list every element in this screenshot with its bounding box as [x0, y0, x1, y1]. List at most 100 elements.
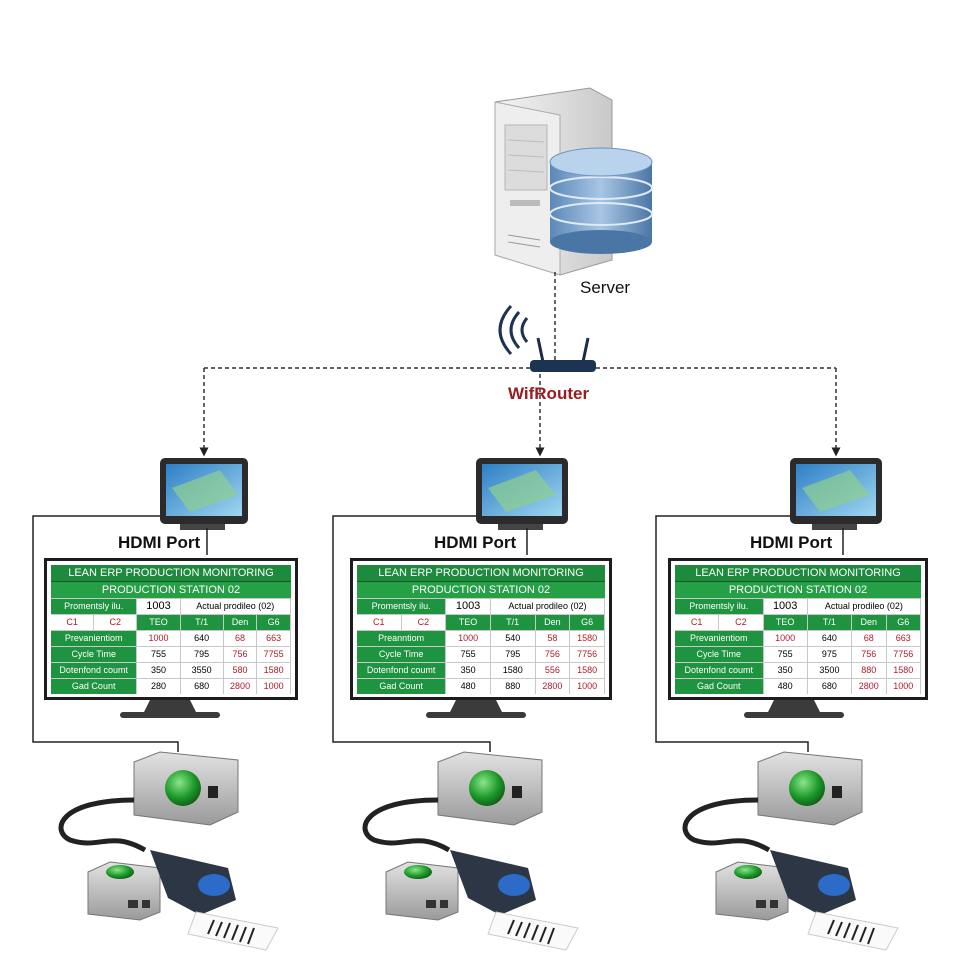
button-station [87, 861, 161, 921]
table-cell: 880 [491, 679, 536, 694]
monitor-screen-content: LEAN ERP PRODUCTION MONITORING SYSTEMPRO… [51, 565, 291, 694]
table-cell: 756 [852, 647, 887, 662]
table-cell: 280 [137, 679, 181, 694]
station-monitor: LEAN ERP PRODUCTION MONITORING SYSTEMPRO… [350, 558, 612, 700]
table-cell: 68 [224, 631, 258, 646]
monitor-screen-content: LEAN ERP PRODUCTION MONITORING SYSTEMPRO… [675, 565, 921, 694]
table-cell: 1580 [570, 663, 605, 678]
table-cell: 2800 [224, 679, 258, 694]
info-label: Promentsly ilu. [51, 599, 138, 614]
column-header: C1 [357, 615, 402, 630]
column-header: Den [852, 615, 887, 630]
info-value: 1003 [137, 599, 181, 614]
system-title: LEAN ERP PRODUCTION MONITORING SYSTEM [357, 565, 605, 595]
info-actual-label: Actual prodileo (02) [808, 599, 921, 614]
table-cell: 350 [764, 663, 808, 678]
row-label: Cycle Time [357, 647, 447, 662]
column-header: G6 [886, 615, 921, 630]
button-station [385, 861, 459, 921]
monitor-stands [120, 700, 844, 718]
button-station [715, 861, 789, 921]
table-cell: 556 [536, 663, 571, 678]
database-icon [549, 147, 653, 254]
column-header: G6 [570, 615, 605, 630]
station-title: PRODUCTION STATION 02 [357, 582, 605, 598]
info-label: Promentsly ilu. [675, 599, 764, 614]
column-header: C1 [675, 615, 720, 630]
column-header: TEO [446, 615, 491, 630]
row-label: Preanntiom [357, 631, 447, 646]
table-cell: 7756 [887, 647, 921, 662]
table-cell: 58 [536, 631, 571, 646]
table-cell: 880 [852, 663, 887, 678]
info-label: Promentsly ilu. [357, 599, 447, 614]
table-cell: 663 [887, 631, 921, 646]
info-actual-label: Actual prodileo (02) [491, 599, 605, 614]
info-value: 1003 [764, 599, 808, 614]
table-cell: 480 [764, 679, 808, 694]
tablet-icon [790, 458, 882, 530]
table-cell: 580 [224, 663, 258, 678]
table-cell: 1580 [887, 663, 921, 678]
server-label: Server [580, 278, 631, 297]
hdmi-port-label: HDMI Port [118, 533, 201, 552]
table-cell: 680 [181, 679, 224, 694]
table-cell: 68 [852, 631, 887, 646]
table-cell: 1000 [446, 631, 491, 646]
table-cell: 350 [446, 663, 491, 678]
table-cell: 1000 [137, 631, 181, 646]
control-box [682, 751, 863, 853]
column-header: C2 [94, 615, 138, 630]
table-cell: 756 [224, 647, 258, 662]
row-label: Prevanientiom [51, 631, 138, 646]
row-label: Gad Count [51, 679, 138, 694]
barcode-scanner-icon [150, 850, 279, 951]
table-cell: 7755 [257, 647, 291, 662]
system-title: LEAN ERP PRODUCTION MONITORING SYSTEM [51, 565, 291, 595]
table-cell: 1580 [570, 631, 605, 646]
control-box [362, 751, 543, 853]
row-label: Dotenfond coumt [357, 663, 447, 678]
table-cell: 640 [181, 631, 224, 646]
network-links [199, 272, 841, 457]
row-label: Gad Count [357, 679, 447, 694]
station-monitor: LEAN ERP PRODUCTION MONITORING SYSTEMPRO… [44, 558, 298, 700]
control-box [58, 751, 239, 853]
table-cell: 1000 [257, 679, 291, 694]
table-cell: 7756 [570, 647, 605, 662]
table-cell: 480 [446, 679, 491, 694]
station-title: PRODUCTION STATION 02 [51, 582, 291, 598]
column-header: T/1 [490, 615, 536, 630]
row-label: Dotenfond coumt [51, 663, 138, 678]
router-label: WifRouter [508, 384, 590, 403]
station-monitor: LEAN ERP PRODUCTION MONITORING SYSTEMPRO… [668, 558, 928, 700]
table-cell: 350 [137, 663, 181, 678]
column-header: Den [223, 615, 258, 630]
table-cell: 663 [257, 631, 291, 646]
row-label: Cycle Time [51, 647, 138, 662]
table-cell: 975 [808, 647, 853, 662]
hdmi-wiring [32, 515, 844, 752]
row-label: Prevanientiom [675, 631, 764, 646]
barcode-scanner-icon [770, 850, 899, 951]
column-header: C2 [401, 615, 447, 630]
column-header: C2 [719, 615, 764, 630]
table-cell: 2800 [536, 679, 571, 694]
column-header: TEO [763, 615, 808, 630]
table-cell: 1000 [887, 679, 921, 694]
system-title: LEAN ERP PRODUCTION MONITORING SYSTEM [675, 565, 921, 595]
